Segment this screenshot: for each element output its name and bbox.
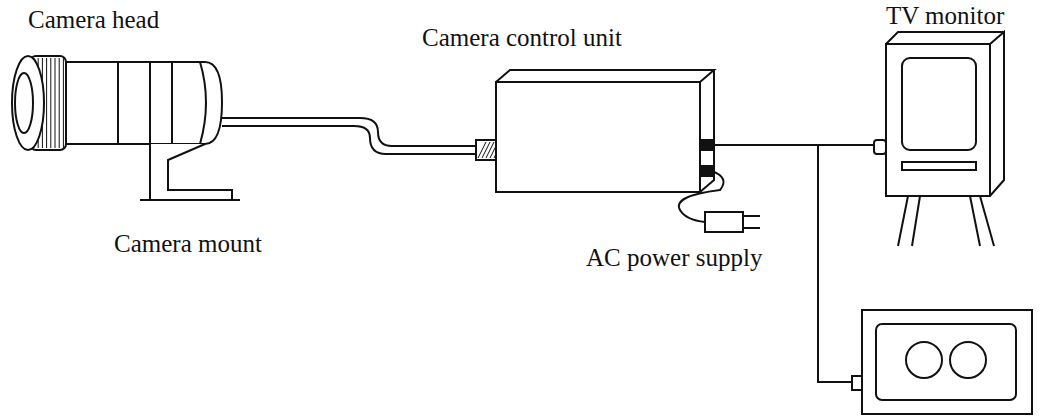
power-plug	[705, 212, 743, 232]
part-label: TV monitor	[884, 2, 1006, 30]
video-cable	[712, 144, 874, 146]
camera-control-unit	[496, 70, 714, 192]
mount-base	[140, 199, 240, 201]
camera-mount	[150, 144, 232, 200]
video-recorder	[852, 310, 1032, 414]
part-label: Camera control unit	[420, 24, 624, 52]
part-label: Camera mount	[112, 230, 264, 258]
part-label: AC power supply	[584, 244, 764, 272]
part-label: Camera head	[26, 6, 161, 34]
camera-cable	[222, 118, 486, 146]
vcr-cable	[818, 145, 852, 382]
tv-monitor	[874, 32, 1004, 246]
camera-head	[12, 56, 222, 150]
